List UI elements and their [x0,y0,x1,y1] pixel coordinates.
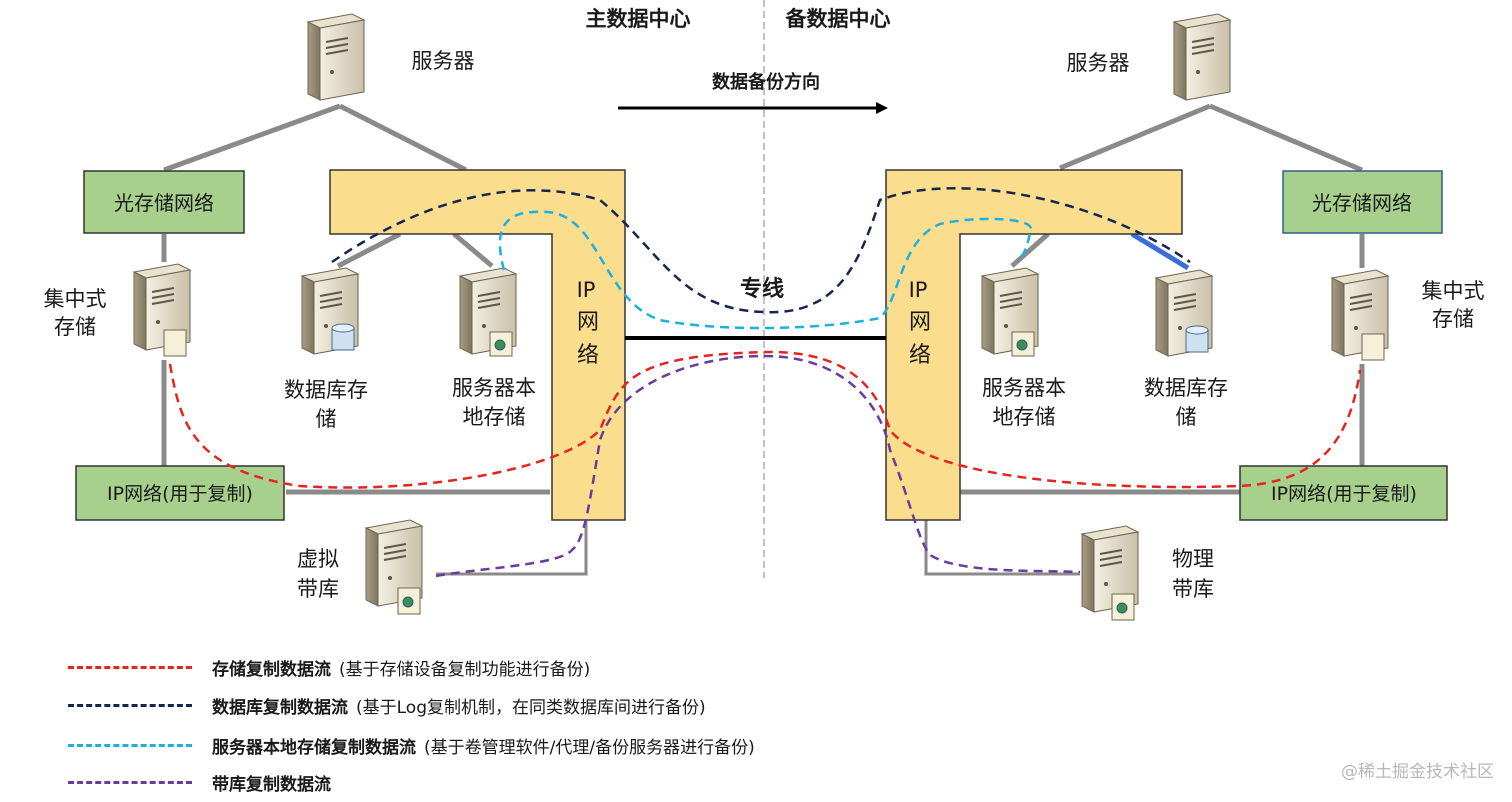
left-optical-network-label: 光存储网络 [114,191,214,215]
right-storage-doc-icon [1361,333,1385,361]
blue-link [1130,231,1190,271]
legend-db-line [68,703,192,707]
right-tape-label-2: 带库 [1172,577,1214,601]
left-optical-network-box [83,170,245,234]
backup-dc-label: 备数据中心 [785,7,891,31]
left-server-icon [307,13,365,101]
left-central-storage-label-1: 集中式 [44,287,107,311]
right-ip-replication-label: IP网络(用于复制) [1271,483,1417,505]
left-ip-replication-box [75,465,285,521]
left-database-icon [331,323,355,351]
direction-arrow-head [876,102,888,114]
left-tape-line [436,520,588,576]
storage-replication-flow [168,350,1362,489]
right-db-storage-label-1: 数据库存 [1144,376,1228,400]
left-db-storage-label-1: 数据库存 [284,378,368,402]
db-replication-flow [331,187,1191,314]
direction-label: 数据备份方向 [712,71,820,93]
legend-local-line [68,743,192,747]
left-db-storage-label-2: 储 [316,407,337,431]
watermark: @稀土掘金技术社区 [1341,762,1494,782]
legend-storage-title: 存储复制数据流 [212,659,331,680]
legend-local-flow: 服务器本地存储复制数据流 (基于卷管理软件/代理/备份服务器进行备份) [68,731,755,759]
right-local-storage-label-2: 地存储 [993,405,1056,429]
right-ip-label-3: 络 [909,343,931,368]
dedicated-line-label: 专线 [740,276,784,302]
primary-dc-label: 主数据中心 [586,7,691,31]
left-ip-network-block [329,169,626,521]
right-optical-network-box [1282,170,1443,234]
legend-local-desc: (基于卷管理软件/代理/备份服务器进行备份) [424,737,755,758]
right-tape-line [924,520,1080,576]
right-ip-replication-box [1239,465,1448,521]
right-optical-network-label: 光存储网络 [1312,191,1412,215]
left-ip-label-2: 网 [577,310,599,335]
connection-lines [161,103,1365,495]
right-globe-doc-icon [1011,331,1035,357]
right-tape-label-1: 物理 [1172,547,1214,571]
right-ip-label-1: IP [909,278,928,302]
legend-db-desc: (基于Log复制机制，在同类数据库间进行备份) [356,697,706,718]
legend-storage-line [68,665,192,669]
left-ip-label-3: 络 [577,343,599,368]
right-server-label: 服务器 [1067,51,1130,75]
right-db-storage-label-2: 储 [1176,405,1197,429]
tape-replication-flow [435,354,1081,578]
left-tape-doc-icon [397,587,421,615]
legend-db-flow: 数据库复制数据流 (基于Log复制机制，在同类数据库间进行备份) [68,691,706,719]
right-central-storage-label-2: 存储 [1432,307,1474,331]
right-central-storage-label-1: 集中式 [1422,279,1485,303]
left-ip-label-1: IP [577,278,596,302]
legend-storage-flow: 存储复制数据流 (基于存储设备复制功能进行备份) [68,653,590,681]
right-tape-doc-icon [1111,593,1135,621]
right-database-icon [1185,325,1209,353]
legend-storage-desc: (基于存储设备复制功能进行备份) [339,659,591,680]
left-ip-replication-label: IP网络(用于复制) [107,483,253,505]
legend-tape-flow: 带库复制数据流 [68,768,331,796]
right-server-icon [1173,13,1231,101]
left-central-storage-label-2: 存储 [54,315,96,339]
left-tape-label-1: 虚拟 [297,547,339,571]
right-ip-label-2: 网 [909,310,931,335]
left-local-storage-label-1: 服务器本 [452,376,536,400]
legend-local-title: 服务器本地存储复制数据流 [212,737,416,758]
right-local-storage-label-1: 服务器本 [982,376,1066,400]
left-tape-label-2: 带库 [297,577,339,601]
left-server-label: 服务器 [412,49,475,73]
legend-tape-title: 带库复制数据流 [212,774,331,795]
left-globe-doc-icon [489,331,513,357]
left-local-storage-label-2: 地存储 [463,405,526,429]
left-storage-doc-icon [163,329,187,357]
legend-db-title: 数据库复制数据流 [212,697,348,718]
right-ip-network-block [885,169,1183,521]
legend-tape-line [68,780,192,784]
